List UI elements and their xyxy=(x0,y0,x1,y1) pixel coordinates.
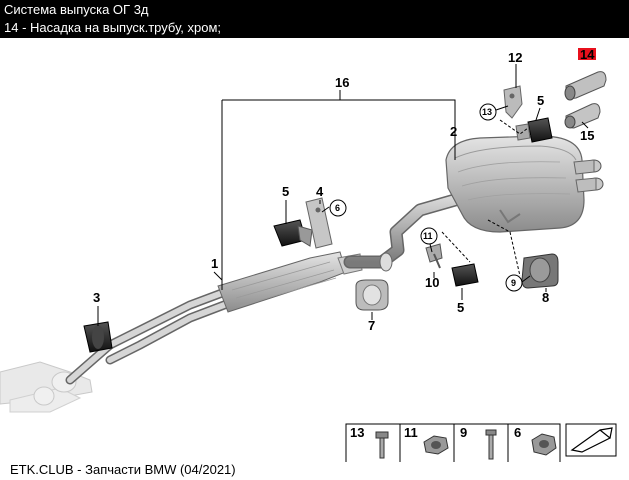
flange-nut-icon xyxy=(423,435,449,455)
rubber-mount-part-5-lower xyxy=(451,263,479,287)
header-bar: Система выпуска ОГ 3д 14 - Насадка на вы… xyxy=(0,0,629,38)
callout-15[interactable]: 15 xyxy=(580,128,594,143)
callout-7[interactable]: 7 xyxy=(368,318,375,333)
rubber-mount-part-5-left xyxy=(273,219,313,247)
hanger-bracket-part-12 xyxy=(503,85,523,119)
callout-14-selected[interactable]: 14 xyxy=(580,47,595,62)
callout-5-left[interactable]: 5 xyxy=(282,184,289,199)
bracket-part-4 xyxy=(305,197,333,249)
damper-part-8 xyxy=(521,253,559,289)
legend-number-9: 9 xyxy=(460,425,467,440)
callout-13[interactable]: 13 xyxy=(482,107,492,117)
exhaust-diagram: 16 2 1 3 5 4 6 7 11 10 5 9 8 12 13 5 15 … xyxy=(0,47,618,462)
callout-11[interactable]: 11 xyxy=(423,231,433,241)
bolt-part-10 xyxy=(425,243,443,269)
tailpipe-trim-chrome-part-14 xyxy=(564,71,607,101)
bolt-flange-icon xyxy=(375,431,389,459)
callout-1[interactable]: 1 xyxy=(211,256,218,271)
legend-number-6: 6 xyxy=(514,425,521,440)
callout-16[interactable]: 16 xyxy=(335,75,349,90)
callout-12[interactable]: 12 xyxy=(508,50,522,65)
footer-source: ETK.CLUB - Запчасти BMW (04/2021) xyxy=(10,462,236,477)
callout-3[interactable]: 3 xyxy=(93,290,100,305)
diagram-title: Система выпуска ОГ 3д xyxy=(4,2,149,17)
front-pipe xyxy=(65,285,237,385)
hardware-legend: 13 11 9 6 156070 xyxy=(345,423,618,462)
center-silencer xyxy=(217,251,363,313)
legend-number-11: 11 xyxy=(404,425,418,440)
catalytic-converter-fragment xyxy=(0,361,93,413)
legend-number-13: 13 xyxy=(350,425,364,440)
leader-lines xyxy=(97,64,589,326)
rubber-mount-part-5-upper xyxy=(515,117,553,143)
clamp-part-3 xyxy=(83,321,113,353)
tailpipe-trim-part-15 xyxy=(564,103,601,129)
selected-part-subtitle: 14 - Насадка на выпуск.трубу, хром; xyxy=(4,20,222,35)
callout-5-lower[interactable]: 5 xyxy=(457,300,464,315)
callout-10[interactable]: 10 xyxy=(425,275,439,290)
callout-2[interactable]: 2 xyxy=(450,124,457,139)
selected-highlight xyxy=(578,48,596,60)
callout-8[interactable]: 8 xyxy=(542,290,549,305)
screw-icon xyxy=(485,429,497,460)
screen-cut-icon xyxy=(570,427,613,453)
clamp-part-7 xyxy=(355,279,389,311)
document-number: 156070 xyxy=(584,461,618,462)
callout-circles xyxy=(329,103,523,292)
rear-silencer xyxy=(445,135,604,233)
callout-9[interactable]: 9 xyxy=(511,278,516,288)
callout-6[interactable]: 6 xyxy=(335,203,340,213)
callout-4[interactable]: 4 xyxy=(316,184,324,199)
callout-5-upper[interactable]: 5 xyxy=(537,93,544,108)
hex-nut-icon xyxy=(531,433,557,456)
